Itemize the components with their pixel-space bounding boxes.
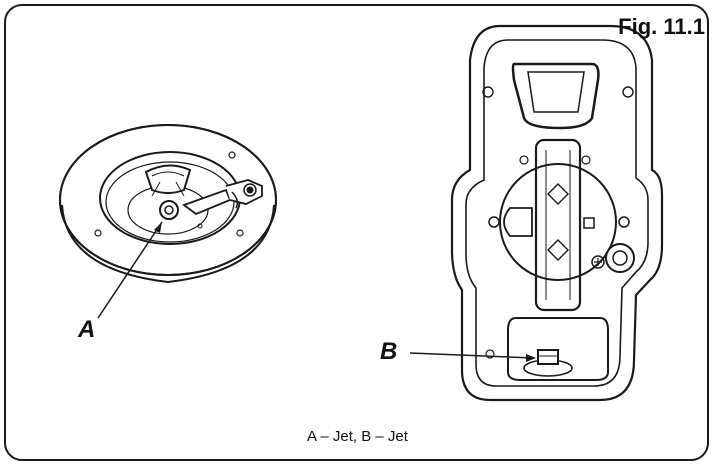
callout-b-leader xyxy=(409,352,535,359)
callout-a-leader xyxy=(97,221,163,319)
round-burner-illustration xyxy=(59,124,277,284)
figure-label: Fig. 11.1 xyxy=(618,14,705,39)
figure-caption: A – Jet, B – Jet xyxy=(307,428,408,445)
callout-b-label: B xyxy=(380,338,398,365)
callout-a-arrowhead xyxy=(154,222,162,233)
callout-b-arrowhead xyxy=(526,354,536,362)
oven-burner-illustration xyxy=(450,24,664,402)
callout-a-label: A xyxy=(78,316,96,343)
